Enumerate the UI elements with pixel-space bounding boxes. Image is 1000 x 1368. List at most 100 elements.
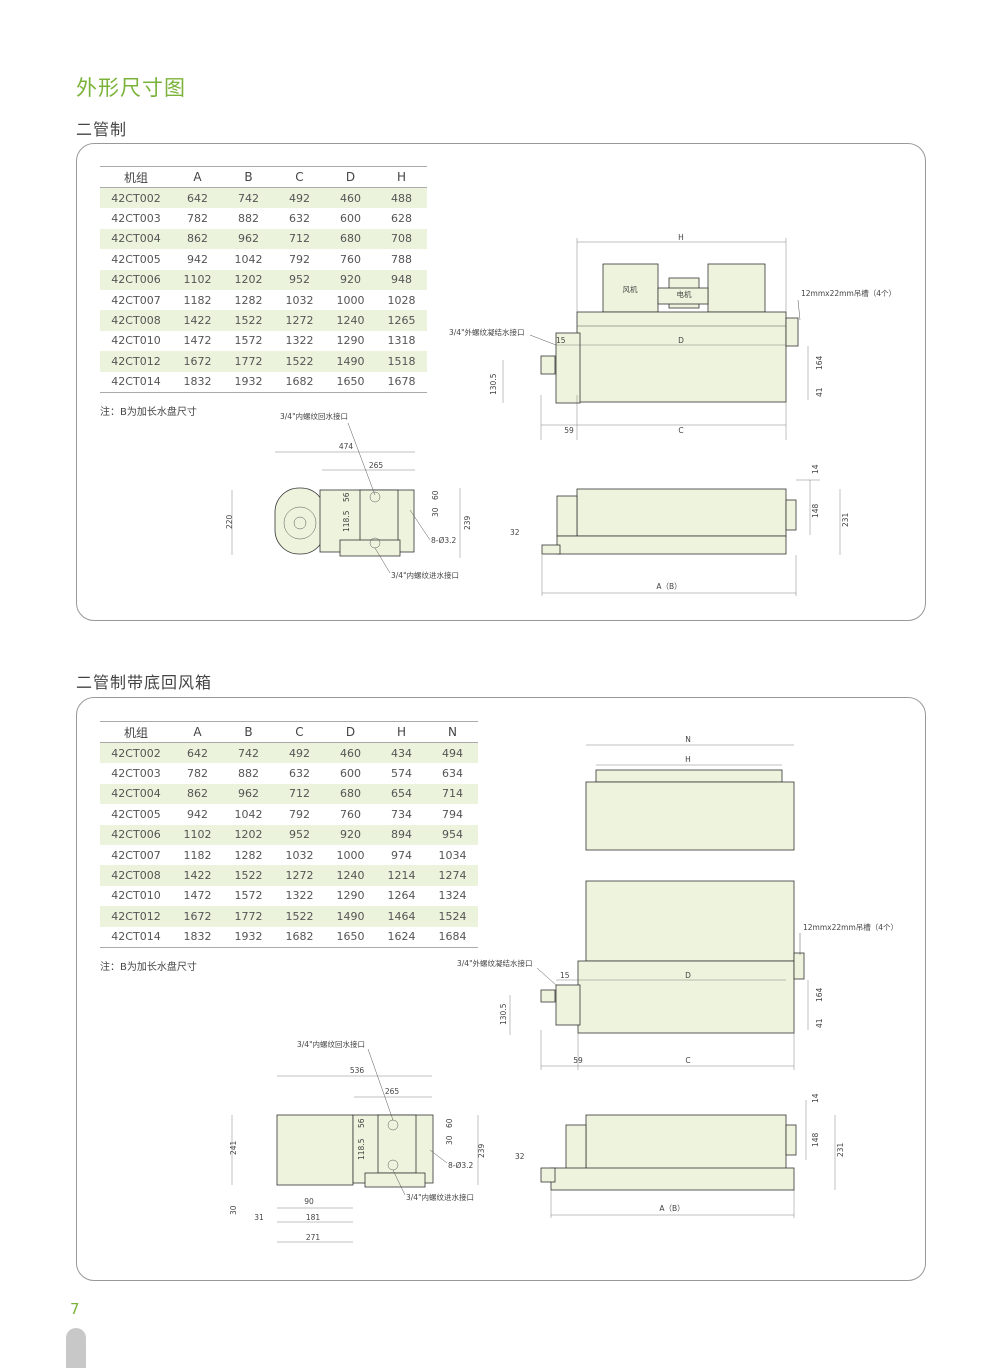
table-cell: 782 [187, 212, 208, 226]
table-cell: 760 [340, 807, 361, 821]
s2-dim-241: 241 [229, 1140, 238, 1155]
table-cell: 792 [289, 252, 310, 266]
s1-dim-118: 118.5 [342, 510, 351, 532]
table-header-cell: D [325, 721, 376, 743]
s1-dim-164: 164 [815, 355, 824, 370]
s2-dim-536: 536 [350, 1066, 365, 1075]
table-cell: 680 [325, 783, 376, 805]
s1-dim-56: 56 [342, 492, 351, 502]
table-header-cell: C [274, 166, 325, 188]
s2-dim-30: 30 [445, 1135, 454, 1145]
table-cell: 42CT014 [100, 371, 172, 393]
table-cell: 1214 [376, 865, 427, 886]
table-cell: 42CT002 [100, 187, 172, 209]
s1-dim-239: 239 [463, 515, 472, 530]
s1-dim-C: C [678, 426, 683, 435]
s1-dim-32: 32 [510, 528, 520, 537]
table-cell: 1672 [172, 906, 223, 927]
table-cell: 1000 [336, 848, 365, 862]
table-cell: 1240 [325, 310, 376, 331]
table-cell: 42CT006 [100, 824, 172, 845]
table-cell: 1522 [223, 310, 274, 331]
s2-dim-C: C [685, 1056, 690, 1065]
s1-dim-15: 15 [556, 336, 566, 345]
table-cell: 42CT005 [111, 807, 161, 821]
s2-dim-D: D [685, 971, 691, 980]
table-cell: 1518 [376, 351, 427, 372]
table-cell: 434 [376, 742, 427, 764]
table-cell: 1682 [274, 926, 325, 948]
s1-dim-59: 59 [564, 426, 574, 435]
table-cell: 42CT012 [100, 351, 172, 372]
s1-motor-label: 电机 [677, 289, 692, 299]
s1-dim-148: 148 [811, 503, 820, 518]
s1-return-label: 3/4"内螺纹回水接口 [280, 411, 348, 421]
table-cell: 1832 [172, 926, 223, 948]
table-cell: 460 [325, 187, 376, 209]
table-header-cell: A [172, 166, 223, 188]
section-1-drawings: H 风机 电机 15 D 59 C 130.5 164 41 12mmx22mm… [225, 233, 896, 596]
s1-dim-D: D [678, 336, 684, 345]
table-header-cell: A [172, 721, 223, 743]
table-cell: 1000 [336, 293, 365, 307]
table-cell: 42CT007 [111, 848, 161, 862]
table-cell: 1264 [387, 889, 416, 903]
table-cell: 1422 [172, 310, 223, 331]
s2-dim-60: 60 [445, 1118, 454, 1128]
table-cell: 1274 [427, 865, 478, 886]
table-cell: 1490 [325, 351, 376, 372]
table-cell: 42CT012 [100, 906, 172, 927]
table-cell: 894 [376, 824, 427, 845]
s2-dim-41: 41 [815, 1018, 824, 1028]
section-2-drawings: N H 15 D 59 C 130.5 164 41 12mmx22mm吊槽（4… [229, 735, 898, 1243]
table-header-cell: D [325, 166, 376, 188]
table-header-cell: C [274, 721, 325, 743]
table-cell: 642 [172, 742, 223, 764]
s2-dim-164: 164 [815, 987, 824, 1002]
table-cell: 788 [391, 252, 412, 266]
s1-side-view: 474 265 220 56 118.5 60 30 239 8-Ø3.2 3/… [225, 411, 472, 580]
table-cell: 1034 [438, 848, 467, 862]
table-cell: 1202 [223, 269, 274, 290]
s1-dim-60: 60 [431, 490, 440, 500]
s2-holes-label: 8-Ø3.2 [448, 1161, 474, 1170]
s2-hanger-label: 12mmx22mm吊槽（4个） [803, 922, 898, 932]
s2-dim-148: 148 [811, 1132, 820, 1147]
s2-dim-265: 265 [385, 1087, 400, 1096]
s2-inlet-label: 3/4"内螺纹进水接口 [406, 1192, 474, 1202]
s1-hanger-label: 12mmx22mm吊槽（4个） [801, 288, 896, 298]
s1-dim-41: 41 [815, 387, 824, 397]
table-cell: 1032 [285, 848, 314, 862]
table-cell: 600 [340, 212, 361, 226]
table-cell: 1290 [336, 334, 365, 348]
s2-dim-14: 14 [811, 1093, 820, 1103]
table-cell: 1042 [234, 252, 263, 266]
table-cell: 1678 [376, 371, 427, 393]
table-cell: 962 [223, 783, 274, 805]
table-header-cell: B [223, 721, 274, 743]
table-cell: 42CT008 [100, 865, 172, 886]
table-cell: 1522 [223, 865, 274, 886]
table-cell: 1572 [234, 889, 263, 903]
table-cell: 1624 [376, 926, 427, 948]
table-cell: 1524 [427, 906, 478, 927]
table-cell: 1265 [376, 310, 427, 331]
s1-inlet-label: 3/4"内螺纹进水接口 [391, 570, 459, 580]
table-cell: 42CT008 [100, 310, 172, 331]
table-header-cell: H [376, 721, 427, 743]
s2-dim-N: N [685, 735, 691, 744]
table-cell: 1322 [285, 889, 314, 903]
table-cell: 712 [274, 228, 325, 250]
